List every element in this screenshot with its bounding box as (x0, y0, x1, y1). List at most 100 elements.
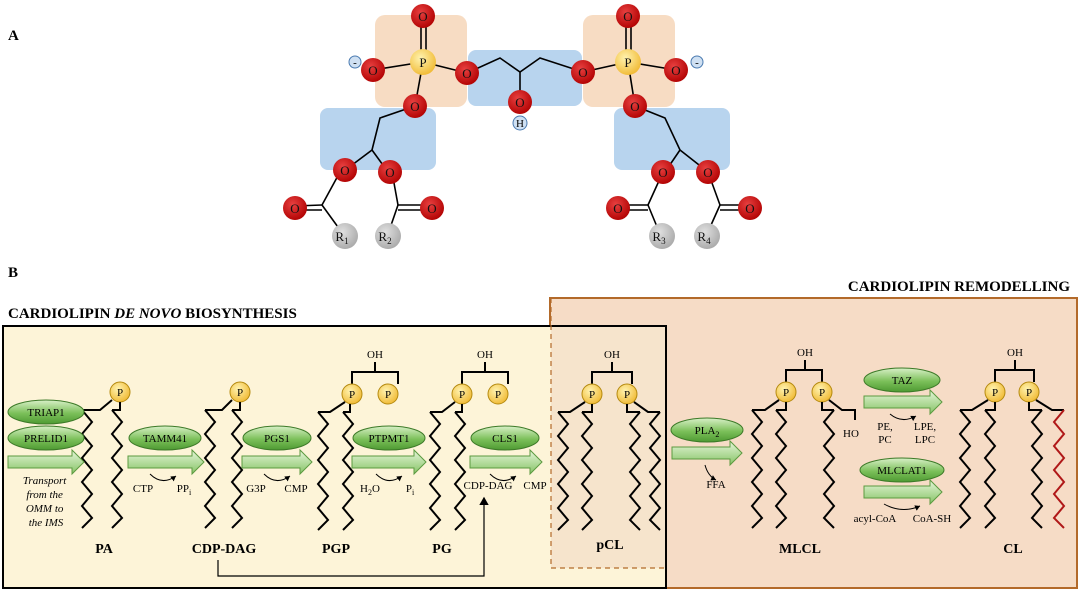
svg-text:P: P (237, 387, 243, 399)
denovo-title: CARDIOLIPIN DE NOVO BIOSYNTHESIS (8, 306, 297, 322)
r-group-2: R2 (375, 223, 401, 249)
svg-text:P: P (117, 387, 123, 399)
enzyme-triap1: TRIAP1 (7, 399, 85, 425)
cofactor-arc-ptpmt1 (375, 473, 403, 482)
svg-text:P: P (385, 389, 391, 401)
atom-o-3: O (455, 61, 479, 85)
svg-text:R2: R2 (378, 229, 391, 246)
svg-text:O: O (630, 99, 639, 114)
svg-text:H: H (516, 118, 524, 130)
cofactor-pc: PC (878, 434, 891, 446)
svg-text:MLCLAT1: MLCLAT1 (877, 465, 927, 477)
lipid-pg: OH P P (428, 349, 509, 531)
svg-text:O: O (290, 201, 299, 216)
svg-text:P: P (419, 55, 426, 70)
svg-text:P: P (495, 389, 501, 401)
svg-text:O: O (427, 201, 436, 216)
cofactor-lpc: LPC (915, 434, 935, 446)
arrow-ptpmt1 (351, 448, 427, 476)
cofactor-ffa: FFA (706, 479, 725, 491)
arrow-pla2 (671, 439, 743, 467)
svg-text:P: P (819, 387, 825, 399)
atom-o-7: O (664, 58, 688, 82)
svg-text:P: P (992, 387, 998, 399)
svg-text:PGS1: PGS1 (264, 433, 290, 445)
atom-o-11: O (283, 196, 307, 220)
lipid-pgp: OH P P (316, 349, 399, 531)
svg-text:P: P (783, 387, 789, 399)
enzyme-pgs1: PGS1 (242, 425, 312, 451)
cofactor-coash: CoA-SH (913, 513, 952, 525)
atom-o-4: O (403, 94, 427, 118)
remodelling-title: CARDIOLIPIN REMODELLING (848, 279, 1070, 295)
enzyme-pla2: PLA2 (670, 417, 744, 443)
r-group-1: R1 (332, 223, 358, 249)
cofactor-g3p: G3P (246, 483, 266, 495)
svg-text:TAMM41: TAMM41 (143, 433, 187, 445)
cofactor-lpe: LPE, (914, 421, 937, 433)
cofactor-ctp: CTP (133, 483, 153, 495)
arrow-cls1 (469, 448, 543, 476)
cofactor-arc-pla2 (704, 464, 717, 481)
label-pa: PA (95, 542, 114, 557)
lipid-cl: OH P P (958, 347, 1066, 529)
panel-a: A (8, 4, 762, 249)
glycerol-box-left (320, 108, 436, 170)
minus-charge-left: - (348, 55, 362, 69)
atom-o-10: O (378, 160, 402, 184)
label-cdpdag: CDP-DAG (192, 542, 257, 557)
svg-text:O: O (385, 165, 394, 180)
label-pgp: PGP (322, 542, 350, 557)
ho-group: HO (843, 428, 859, 440)
cdpdag-feedback-arrow (217, 496, 489, 577)
cofactor-h2o: H2O (360, 483, 380, 497)
atom-o-1: O (411, 4, 435, 28)
svg-text:O: O (340, 163, 349, 178)
enzyme-mlclat1: MLCLAT1 (859, 457, 945, 483)
cofactor-arc-mlclat1 (883, 503, 921, 511)
label-cl: CL (1003, 542, 1022, 557)
svg-text:O: O (462, 66, 471, 81)
lipid-pa: P (80, 381, 131, 529)
enzyme-taz: TAZ (863, 367, 941, 393)
svg-text:P: P (589, 389, 595, 401)
svg-text:OH: OH (477, 349, 493, 361)
lipid-cdpdag: P (203, 381, 251, 529)
svg-text:P: P (624, 55, 631, 70)
svg-text:O: O (578, 65, 587, 80)
arrow-taz (863, 388, 943, 416)
cofactor-pi: Pi (406, 483, 415, 497)
arrow-transport (7, 448, 85, 476)
cofactor-acylcoa: acyl-CoA (854, 513, 897, 525)
lipid-pcl: OH P P (556, 349, 662, 531)
panel-a-label: A (8, 28, 19, 44)
enzyme-prelid1: PRELID1 (7, 425, 85, 451)
arrow-mlclat1 (863, 478, 943, 506)
arrow-pgs1 (241, 448, 313, 476)
lipid-mlcl: OH P P HO (750, 347, 859, 529)
svg-text:O: O (368, 63, 377, 78)
atom-o-6: O (616, 4, 640, 28)
label-pcl: pCL (596, 538, 623, 553)
atom-o-13: O (651, 160, 675, 184)
svg-text:OH: OH (1007, 347, 1023, 359)
svg-text:OH: OH (604, 349, 620, 361)
svg-text:R1: R1 (335, 229, 348, 246)
svg-text:O: O (658, 165, 667, 180)
svg-text:O: O (418, 9, 427, 24)
panel-b: B CARDIOLIPIN REMODELLING CARDIOLIPIN DE… (2, 265, 1078, 589)
cofactor-arc-tamm41 (149, 473, 177, 482)
r-group-3: R3 (649, 223, 675, 249)
atom-o-14: O (696, 160, 720, 184)
atom-o-8: O (623, 94, 647, 118)
atom-o-hydroxyl: O (508, 90, 532, 114)
overlap-region (551, 327, 665, 568)
svg-text:CLS1: CLS1 (492, 433, 518, 445)
atom-o-16: O (738, 196, 762, 220)
atom-h: H (512, 115, 528, 131)
panel-b-label: B (8, 265, 18, 281)
atom-o-12: O (420, 196, 444, 220)
r-group-4: R4 (694, 223, 720, 249)
atom-p-right: P (615, 49, 641, 75)
